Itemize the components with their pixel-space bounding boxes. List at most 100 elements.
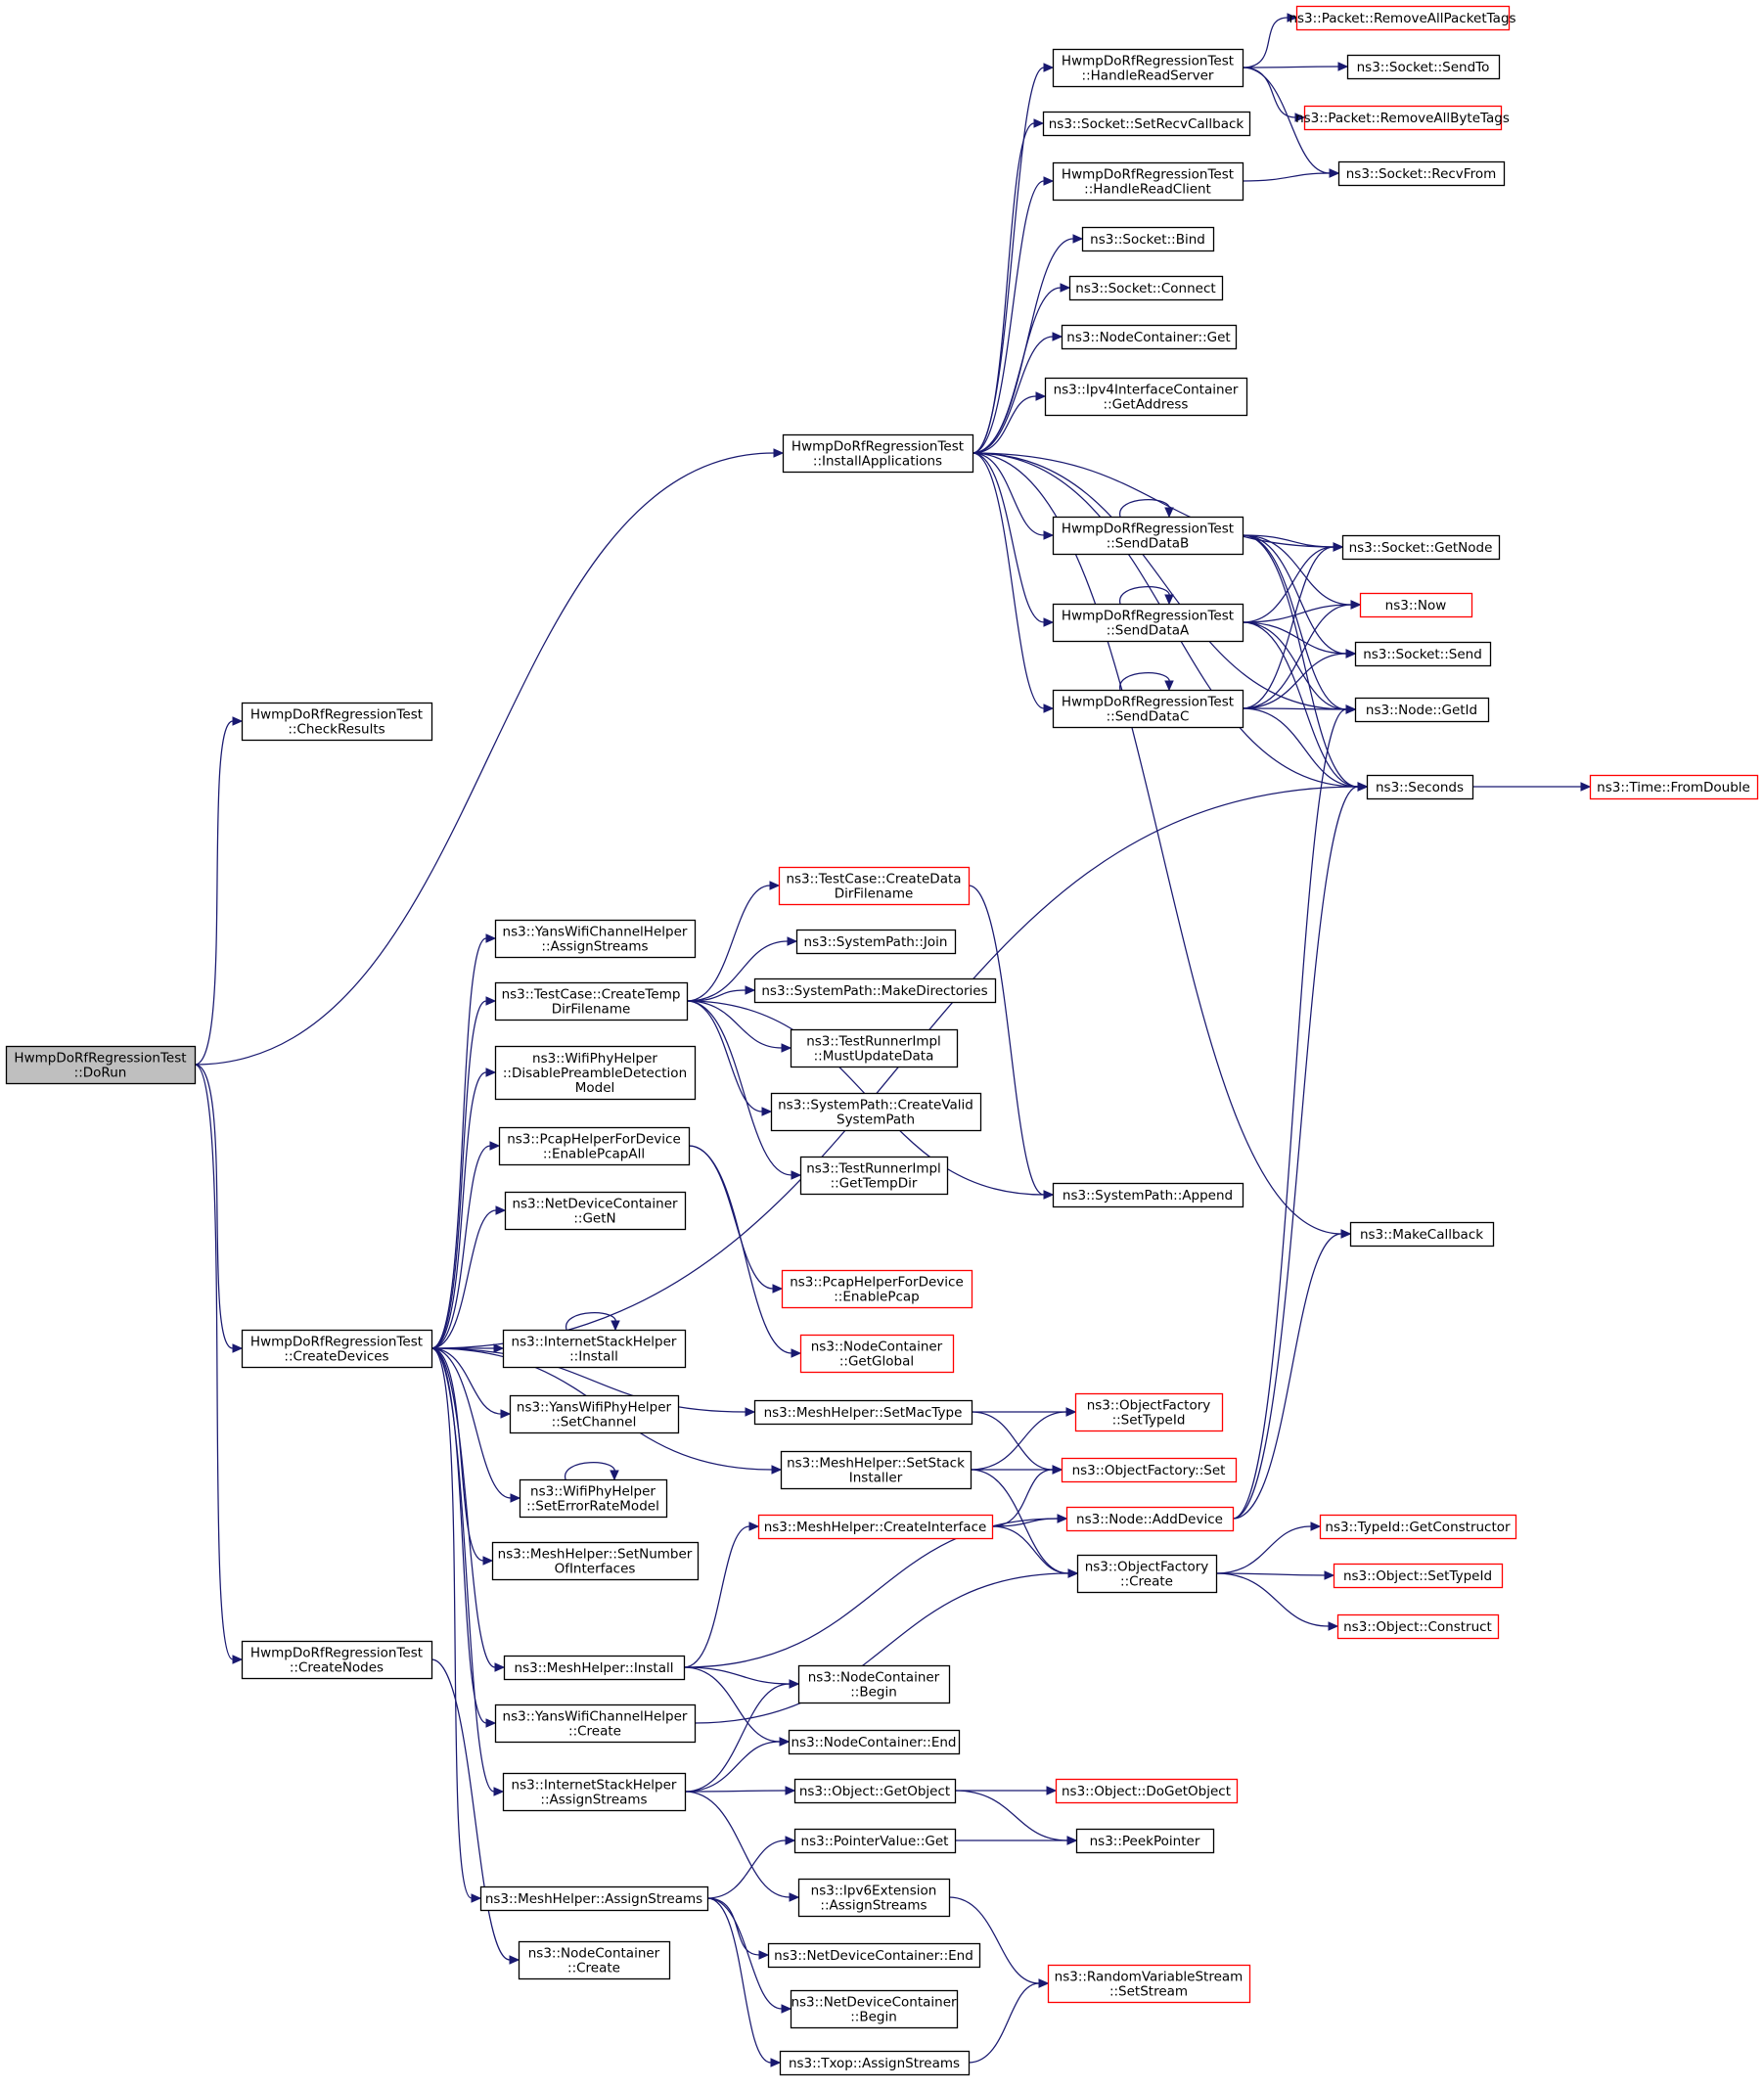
function-node-sendto[interactable]: ns3::Socket::SendTo <box>1346 54 1501 80</box>
function-node-fromdouble[interactable]: ns3::Time::FromDouble <box>1589 774 1759 800</box>
call-edge-pointerget-to-peekpointer <box>955 1836 1078 1845</box>
function-node-dorun[interactable]: HwmpDoRfRegressionTest::DoRun <box>5 1045 197 1085</box>
function-node-recvfrom[interactable]: ns3::Socket::RecvFrom <box>1337 160 1506 187</box>
function-node-yanschanassign[interactable]: ns3::YansWifiChannelHelper::AssignStream… <box>494 919 697 959</box>
call-edge-inetassign-to-ipv6ext <box>684 1791 800 1902</box>
node-box <box>753 977 997 1004</box>
function-node-ofcreate[interactable]: ns3::ObjectFactory::Create <box>1076 1554 1218 1594</box>
node-label-line: ns3::TypeId::GetConstructor <box>1325 1520 1511 1535</box>
function-node-makedirs[interactable]: ns3::SystemPath::MakeDirectories <box>753 977 997 1004</box>
function-node-ndcbegin[interactable]: ns3::NetDeviceContainer::Begin <box>790 1989 959 2029</box>
function-node-settypeid[interactable]: ns3::ObjectFactory::SetTypeId <box>1074 1392 1224 1432</box>
function-node-adddevice[interactable]: ns3::Node::AddDevice <box>1065 1506 1235 1532</box>
function-node-handlereadserver[interactable]: HwmpDoRfRegressionTest::HandleReadServer <box>1052 48 1244 88</box>
node-label-line: ns3::ObjectFactory::Set <box>1072 1463 1226 1478</box>
function-node-join[interactable]: ns3::SystemPath::Join <box>795 929 957 955</box>
node-label-line: DirFilename <box>552 1002 631 1018</box>
function-node-pointerget[interactable]: ns3::PointerValue::Get <box>793 1828 957 1854</box>
function-node-disablepreamble[interactable]: ns3::WifiPhyHelper::DisablePreambleDetec… <box>494 1045 697 1101</box>
call-edge-meshassign-to-ndcbegin <box>706 1897 792 2014</box>
function-node-setrecvcallback[interactable]: ns3::Socket::SetRecvCallback <box>1042 111 1251 137</box>
function-node-handlereadclient[interactable]: HwmpDoRfRegressionTest::HandleReadClient <box>1052 161 1244 202</box>
node-label-line: ns3::Socket::SetRecvCallback <box>1049 116 1244 132</box>
node-box <box>1065 1506 1235 1532</box>
function-node-peekpointer[interactable]: ns3::PeekPointer <box>1075 1828 1215 1854</box>
function-node-meshassign[interactable]: ns3::MeshHelper::AssignStreams <box>479 1885 709 1912</box>
function-node-objsettypeid[interactable]: ns3::Object::SetTypeId <box>1333 1563 1504 1589</box>
call-edge-senddataa-to-senddataa <box>1119 586 1174 606</box>
function-node-enablepcapall[interactable]: ns3::PcapHelperForDevice::EnablePcapAll <box>498 1126 691 1166</box>
function-node-enablepcap[interactable]: ns3::PcapHelperForDevice::EnablePcap <box>781 1269 973 1309</box>
function-node-now[interactable]: ns3::Now <box>1359 592 1473 618</box>
function-node-rvsetstream[interactable]: ns3::RandomVariableStream::SetStream <box>1047 1964 1251 2004</box>
node-label-line: ns3::Object::Construct <box>1343 1619 1492 1635</box>
function-node-senddatab[interactable]: HwmpDoRfRegressionTest::SendDataB <box>1052 516 1244 556</box>
function-node-setmactype[interactable]: ns3::MeshHelper::SetMacType <box>753 1399 973 1426</box>
call-edge-yanschancreate-to-ofcreate <box>694 1568 1079 1724</box>
function-node-ipv6ext[interactable]: ns3::Ipv6Extension::AssignStreams <box>797 1878 951 1918</box>
function-node-ofset[interactable]: ns3::ObjectFactory::Set <box>1061 1457 1238 1483</box>
node-label-line: ns3::PeekPointer <box>1090 1834 1200 1849</box>
function-node-append[interactable]: ns3::SystemPath::Append <box>1052 1182 1244 1208</box>
function-node-senddataa[interactable]: HwmpDoRfRegressionTest::SendDataA <box>1052 603 1244 643</box>
node-box <box>790 1028 959 1068</box>
node-box <box>757 1514 994 1540</box>
function-node-dogetobject[interactable]: ns3::Object::DoGetObject <box>1055 1778 1239 1804</box>
node-label-line: HwmpDoRfRegressionTest <box>1062 522 1234 537</box>
node-box <box>491 1541 700 1581</box>
function-node-getnode[interactable]: ns3::Socket::GetNode <box>1341 534 1501 561</box>
function-node-inetinstall[interactable]: ns3::InternetStackHelper::Install <box>502 1329 687 1369</box>
function-node-nccreate[interactable]: ns3::NodeContainer::Create <box>518 1940 671 1980</box>
function-node-getglobal[interactable]: ns3::NodeContainer::GetGlobal <box>799 1334 955 1374</box>
function-node-setchannel[interactable]: ns3::YansWifiPhyHelper::SetChannel <box>509 1394 680 1434</box>
function-node-meshinstall[interactable]: ns3::MeshHelper::Install <box>503 1655 686 1681</box>
function-node-seterrorrate[interactable]: ns3::WifiPhyHelper::SetErrorRateModel <box>519 1478 668 1519</box>
function-node-seconds[interactable]: ns3::Seconds <box>1366 774 1474 800</box>
function-node-connect[interactable]: ns3::Socket::Connect <box>1068 275 1224 301</box>
function-node-ncget[interactable]: ns3::NodeContainer::Get <box>1061 324 1238 350</box>
function-node-bind[interactable]: ns3::Socket::Bind <box>1081 226 1215 252</box>
function-node-checkresults[interactable]: HwmpDoRfRegressionTest::CheckResults <box>241 702 433 742</box>
function-node-ncend[interactable]: ns3::NodeContainer::End <box>788 1729 961 1755</box>
function-node-removeallpackettags[interactable]: ns3::Packet::RemoveAllPacketTags <box>1289 5 1516 31</box>
function-node-socketsend[interactable]: ns3::Socket::Send <box>1354 641 1492 667</box>
node-label-line: ns3::Ipv6Extension <box>811 1884 937 1899</box>
function-node-mustupdate[interactable]: ns3::TestRunnerImpl::MustUpdateData <box>790 1028 959 1068</box>
node-label-line: ns3::YansWifiPhyHelper <box>517 1400 672 1416</box>
function-node-ndcend[interactable]: ns3::NetDeviceContainer::End <box>767 1942 981 1969</box>
node-box <box>502 1772 687 1812</box>
function-node-yanschancreate[interactable]: ns3::YansWifiChannelHelper::Create <box>494 1703 697 1744</box>
function-node-getn[interactable]: ns3::NetDeviceContainer::GetN <box>504 1191 687 1231</box>
node-box <box>1052 48 1244 88</box>
node-label-line: ns3::ObjectFactory <box>1085 1560 1209 1575</box>
node-label-line: ns3::TestCase::CreateTemp <box>502 987 681 1003</box>
function-node-txopassign[interactable]: ns3::Txop::AssignStreams <box>779 2050 971 2076</box>
function-node-createdevices[interactable]: HwmpDoRfRegressionTest::CreateDevices <box>241 1329 433 1369</box>
node-label-line: ns3::NodeContainer <box>808 1670 940 1686</box>
call-edge-getobject-to-dogetobject <box>955 1786 1058 1795</box>
node-box <box>494 1045 697 1101</box>
node-label-line: ns3::MeshHelper::CreateInterface <box>764 1520 987 1535</box>
function-node-senddatac[interactable]: HwmpDoRfRegressionTest::SendDataC <box>1052 689 1244 729</box>
function-node-inetassign[interactable]: ns3::InternetStackHelper::AssignStreams <box>502 1772 687 1812</box>
node-box <box>1589 774 1759 800</box>
node-box <box>781 1269 973 1309</box>
function-node-installapps[interactable]: HwmpDoRfRegressionTest::InstallApplicati… <box>782 433 974 474</box>
function-node-getobject[interactable]: ns3::Object::GetObject <box>793 1778 957 1804</box>
function-node-ncbegin[interactable]: ns3::NodeContainer::Begin <box>797 1664 951 1704</box>
function-node-getaddress[interactable]: ns3::Ipv4InterfaceContainer::GetAddress <box>1044 377 1248 417</box>
function-node-createnodes[interactable]: HwmpDoRfRegressionTest::CreateNodes <box>241 1640 433 1680</box>
function-node-removeallbytetags[interactable]: ns3::Packet::RemoveAllByteTags <box>1295 105 1510 131</box>
node-label-line: HwmpDoRfRegressionTest <box>1062 695 1234 710</box>
function-node-makecallback[interactable]: ns3::MakeCallback <box>1349 1221 1495 1248</box>
function-node-gettempdir[interactable]: ns3::TestRunnerImpl::GetTempDir <box>799 1156 949 1196</box>
function-node-getconstructor[interactable]: ns3::TypeId::GetConstructor <box>1319 1514 1517 1540</box>
function-node-objconstruct[interactable]: ns3::Object::Construct <box>1336 1613 1500 1640</box>
function-node-nodegetid[interactable]: ns3::Node::GetId <box>1354 697 1490 723</box>
function-node-createinterface[interactable]: ns3::MeshHelper::CreateInterface <box>757 1514 994 1540</box>
